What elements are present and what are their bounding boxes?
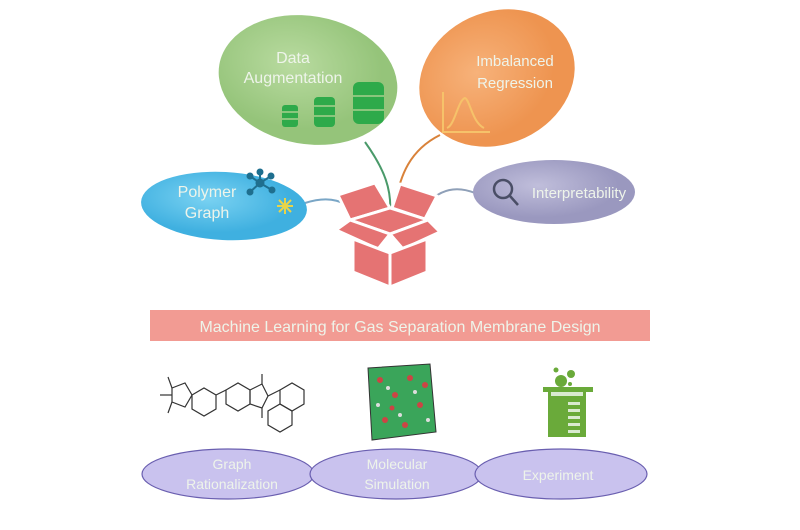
title-banner: Machine Learning for Gas Separation Memb… [150, 310, 650, 341]
bubble-interpretability: Interpretability [473, 160, 635, 224]
method-experiment: Experiment [474, 448, 648, 500]
simulation-box-icon [367, 363, 437, 441]
polymer-graph-line1: Polymer [178, 184, 237, 201]
method-graph-rationalization-line1: Graph [213, 456, 252, 472]
distribution-chart-icon [442, 92, 490, 133]
bubble-data-augmentation: Data Augmentation [218, 15, 398, 145]
banner-title: Machine Learning for Gas Separation Memb… [199, 319, 600, 336]
method-experiment-label: Experiment [523, 467, 594, 483]
interpretability-label: Interpretability [532, 185, 627, 202]
data-augmentation-line2: Augmentation [244, 70, 343, 87]
method-molecular-simulation-line2: Simulation [364, 476, 429, 492]
chemical-structure-icon [160, 374, 305, 433]
imbalanced-regression-line1: Imbalanced [476, 53, 554, 70]
molecule-graph-icon [246, 168, 276, 196]
method-molecular-simulation: Molecular Simulation [309, 448, 483, 500]
polymer-graph-line2: Graph [185, 205, 229, 222]
imbalanced-regression-line2: Regression [477, 75, 553, 92]
bubble-polymer-graph: Polymer Graph [141, 168, 307, 241]
data-augmentation-line1: Data [276, 50, 310, 67]
magnifier-icon [492, 178, 519, 206]
method-graph-rationalization-line2: Rationalization [186, 476, 278, 492]
method-molecular-simulation-line1: Molecular [367, 456, 428, 472]
method-graph-rationalization: Graph Rationalization [141, 448, 315, 500]
sparkle-icon [277, 198, 293, 214]
beaker-icon [543, 367, 593, 437]
database-icon [282, 82, 384, 127]
bubble-imbalanced-regression: Imbalanced Regression [419, 9, 575, 147]
open-box-icon [334, 181, 442, 289]
